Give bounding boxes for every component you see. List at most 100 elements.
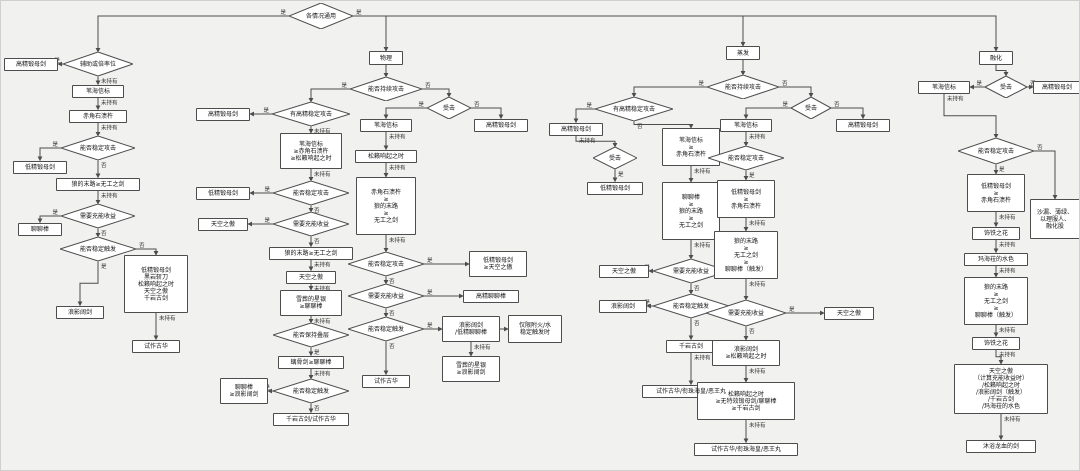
diamond-shape-icon [350,77,422,101]
result-x5: 低精锻母剑≥赤角石溃杵 [717,180,775,218]
flow-edge-label: 未持有 [101,124,118,132]
flow-edge-label: 是 [782,101,788,108]
result-m5: 低精锻母剑≥赤角石溃杵 [967,174,1025,212]
result-q12: 试作古华 [362,374,410,388]
node-label: 饰铁之花 [983,339,1008,347]
node-label: 试作古华 [143,342,168,350]
flow-edge-label: 未持有 [749,421,766,429]
diamond-shape-icon [61,204,135,228]
node-label: 浪影阔剑≥松籁响起之时 [725,346,767,360]
node-label: 物理 [379,54,392,62]
flow-edge [573,108,595,124]
flow-edge-label: 是 [341,82,347,89]
result-w3: 苇海信标≥赤角石溃杵 [662,128,720,166]
node-label: 聊聊棒≥浪影阔剑 [229,384,259,398]
result-p14: 千岩古剑/试作古华 [273,412,349,426]
result-x6: 狼的末路≥无工之剑≥聊聊棒（触发） [714,231,778,279]
flow-edge [471,107,504,120]
flow-edge-label: 是 [586,102,592,109]
decision-m1: 受击 [985,76,1027,98]
node-label: 能否稳定攻击 [292,189,329,197]
diamond-shape-icon [63,52,133,76]
result-q13: 雪葬的星银≥浪影阔剑 [442,356,500,382]
result-q4: 松籁响起之时 [355,149,417,163]
node-label: 狼的末路≥无工之剑≥聊聊棒（触发） [974,283,1017,319]
result-w2c: 低精锻母剑 [587,181,643,195]
diamond-shape-icon [273,181,349,205]
node-label: 有高精稳定攻击 [612,105,655,113]
flow-edge-label: 是 [644,299,650,306]
flow-edge-label: 否 [749,328,755,335]
node-label: 能否稳定触发 [672,302,709,310]
result-q5: 赤角石溃杵≥狼的末路≥无工之剑 [356,177,416,235]
flow-edge-label: 未持有 [1004,415,1021,423]
node-label: 天空之傲 [836,309,861,317]
flow-edge-label: 是 [618,171,624,178]
node-label: 受击 [999,83,1012,91]
flow-edge-label: 未持有 [474,343,491,351]
node-label: 天空之傲（计算充能收益时）/松籁响起之时/浪影阔剑（触发）/千岩古剑/玛海菈的水… [973,368,1028,410]
flow-edge [995,65,1009,77]
node-label: 赤角石溃杵≥狼的末路≥无工之剑 [370,188,401,224]
flow-edge-label: 是 [427,322,433,329]
flow-edge [1034,150,1058,200]
node-label: 能否稳定触发 [367,325,404,333]
node-label: 千岩古剑/试作古华 [285,415,337,423]
flow-edge [136,248,159,256]
flow-edge [383,107,427,120]
flow-edge-label: 未持有 [999,351,1016,359]
flow-edge-label: 未持有 [749,133,766,141]
flow-edge-label: 未持有 [314,317,331,325]
flow-edge-label: 否 [314,207,320,214]
node-label: 试作古华/衔珠海皇/恶王丸 [655,387,727,395]
flow-edge [743,107,791,120]
flow-edge-label: 是 [101,263,107,270]
flow-edge-label: 否 [694,285,700,292]
diamond-shape-icon [595,97,673,121]
decision-l1: 辅助或倍率位 [63,52,133,76]
result-br-wuli: 物理 [369,51,403,65]
node-label: 狼的末路≥无工之剑 [284,249,338,257]
decision-q10: 能否稳定触发 [348,317,424,341]
result-m2: 苇海信标 [918,80,970,94]
node-label: 苇海信标 [733,121,758,129]
node-label: 千岩古剑 [678,342,703,350]
node-label: 苇海信标≥赤角石溃杵 [675,136,706,158]
flow-edge-label: 未持有 [389,236,406,244]
result-w11: 试作古华/衔珠海皇/恶王丸 [642,384,740,398]
result-p8: 狼的末路≥无工之剑 [269,246,353,260]
flow-edge-label: 未持有 [101,77,118,85]
result-q2: 苇海信标 [360,118,412,132]
result-x8: 天空之傲 [824,306,874,320]
decision-w1: 有高精稳定攻击 [595,97,673,121]
decision-l8: 需要充能收益 [61,204,135,228]
flow-edge-label: 否 [139,242,145,249]
flow-edge-label: 未持有 [101,99,118,107]
diamond-shape-icon [348,284,424,308]
flow-edge-label: 未持有 [749,219,766,227]
result-m7: 玛海菈的水色 [964,252,1028,266]
flow-edge-label: 未持有 [999,267,1016,275]
result-m9: 饰铁之花 [972,336,1020,350]
node-label: 低精锻母剑 [24,163,55,171]
node-label: 低精锻母剑≥天空之傲 [482,257,513,271]
flow-edge-label: 未持有 [999,241,1016,249]
flow-edge [943,93,999,139]
result-l9: 聊聊棒 [18,222,62,236]
node-label: 各情况通用 [305,12,336,20]
decision-x4: 能否稳定攻击 [708,146,784,170]
node-label: 雪葬的星银≥聊聊棒 [295,296,326,310]
node-label: 高精锻母剑 [1041,83,1072,91]
flow-edge [831,107,866,120]
result-x11: 试作古华/衔珠海皇/恶王丸 [694,442,798,456]
flow-edge-label: 未持有 [314,370,331,378]
flow-edge [779,86,814,98]
flow-edge-label: 未持有 [314,127,331,135]
flow-edge-label: 是 [789,306,795,313]
flow-edge [95,15,289,53]
decision-w0: 能否持续攻击 [707,75,779,99]
flow-edge [37,147,61,162]
diamond-shape-icon [348,317,424,341]
result-q11n: 仅限附火/水稳定触发时 [508,315,562,343]
